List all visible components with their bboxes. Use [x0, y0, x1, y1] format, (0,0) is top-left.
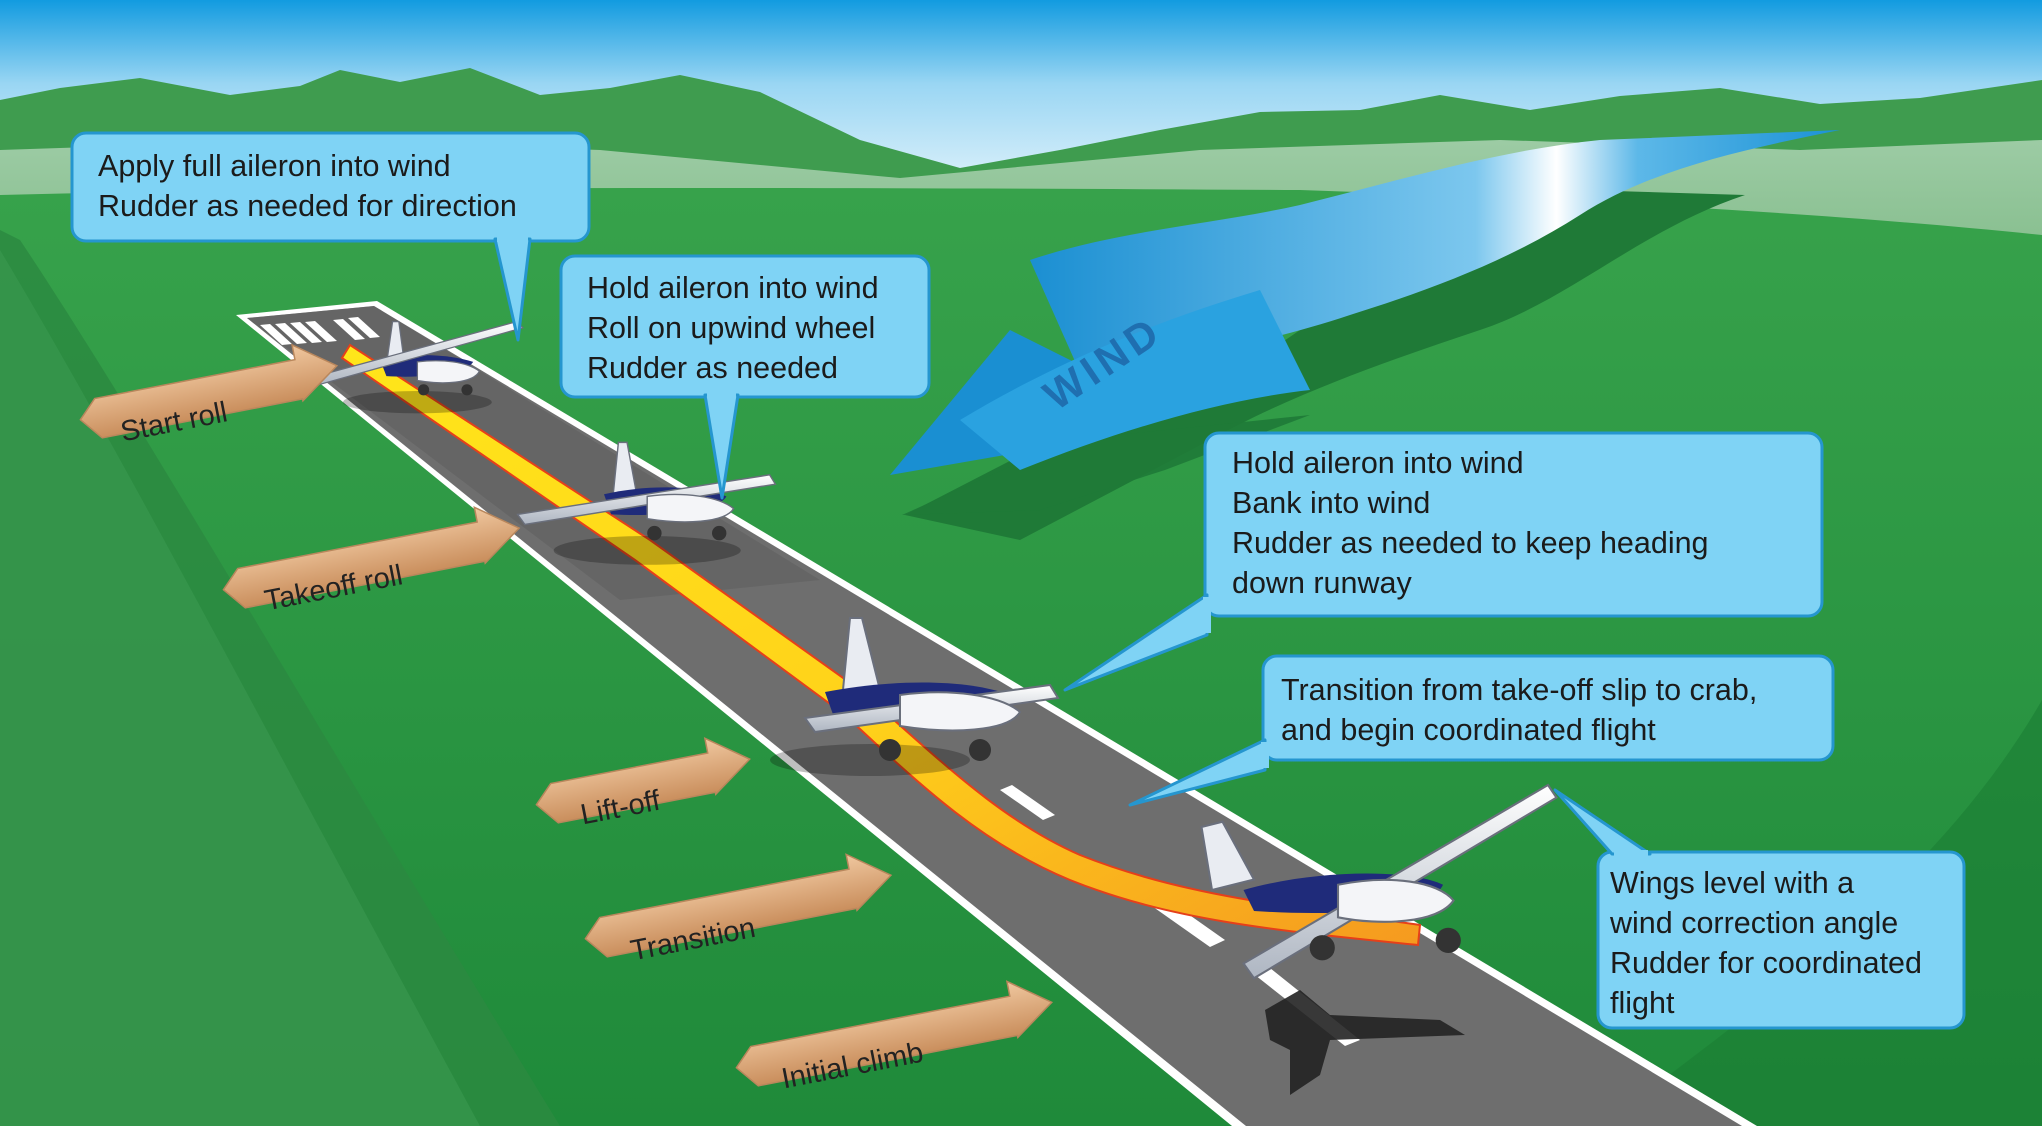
airplane-start-roll [310, 320, 524, 414]
callout-lift-off-box [1063, 431, 1824, 692]
callout-line: and begin coordinated flight [1281, 713, 1656, 747]
label-takeoff-roll-shape [222, 505, 521, 609]
label-initial-climb-shape [735, 980, 1054, 1087]
callout-line: Roll on upwind wheel [587, 311, 876, 345]
callout-transition-box [1128, 654, 1835, 807]
callout-line: Rudder for coordinated [1610, 946, 1922, 980]
callout-start-roll: Apply full aileron into wind Rudder as n… [98, 146, 517, 226]
callout-initial-climb: Wings level with a wind correction angle… [1610, 863, 1922, 1023]
callout-line: Rudder as needed to keep heading [1232, 526, 1709, 560]
callout-line: flight [1610, 986, 1675, 1020]
airplane-shadow [1265, 990, 1465, 1095]
callout-lift-off: Hold aileron into wind Bank into wind Ru… [1232, 443, 1709, 603]
callout-line: down runway [1232, 566, 1412, 600]
callout-line: wind correction angle [1610, 906, 1899, 940]
callout-line: Apply full aileron into wind [98, 149, 451, 183]
label-lift-off-shape [535, 737, 751, 824]
callout-line: Wings level with a [1610, 866, 1855, 900]
airplane-takeoff-roll [516, 441, 777, 565]
callout-line: Rudder as needed for direction [98, 189, 517, 223]
callout-line: Hold aileron into wind [587, 271, 879, 305]
threshold-markings [260, 317, 380, 345]
callout-line: Transition from take-off slip to crab, [1281, 673, 1758, 707]
callout-line: Rudder as needed [587, 351, 838, 385]
airplane-lift-off [770, 617, 1060, 776]
callout-takeoff-roll: Hold aileron into wind Roll on upwind wh… [587, 268, 879, 388]
airplane-initial-climb [1200, 783, 1558, 980]
callout-transition: Transition from take-off slip to crab, a… [1281, 670, 1757, 750]
callout-initial-climb-box [1553, 788, 1966, 1030]
callout-takeoff-roll-box [559, 254, 931, 500]
label-transition-shape [584, 853, 893, 958]
label-start-roll-shape [79, 343, 339, 439]
callout-line: Bank into wind [1232, 486, 1431, 520]
callout-start-roll-box [70, 131, 591, 342]
takeoff-path [340, 343, 1422, 947]
callout-line: Hold aileron into wind [1232, 446, 1524, 480]
